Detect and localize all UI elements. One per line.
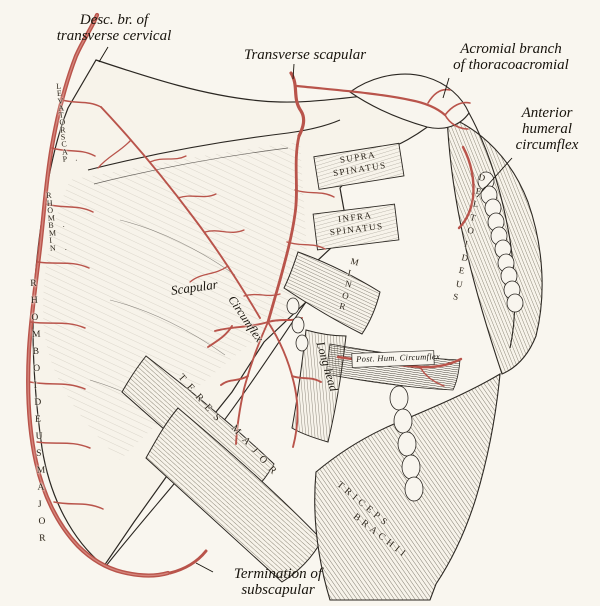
artery-highlight: [27, 14, 169, 577]
post-hum-twig: [419, 366, 445, 387]
leader-lines: [98, 46, 513, 573]
teres-minor-band: [284, 252, 380, 334]
subscapular-termination: [168, 549, 208, 575]
artery-twigs: [29, 99, 104, 510]
label-termination-subscapular: Termination of subscapular: [233, 566, 323, 599]
bead-chains: [286, 171, 524, 502]
long-head-bead-chain: [389, 385, 424, 502]
scapular-circumflex-trunk: [266, 278, 282, 324]
superior-border-branch: [295, 84, 447, 117]
humerus-outline: [468, 112, 516, 349]
scapular-circumflex-branches: [207, 317, 322, 448]
leader-acromial: [442, 77, 450, 99]
leader-termination: [195, 562, 214, 573]
label-anterior-humeral-circumflex: Anterior humeral circumflex: [515, 105, 579, 154]
leader-desc-br: [98, 46, 109, 63]
leader-transverse-scapular: [292, 63, 295, 80]
label-rhomb-min: RHOMB. MIN.: [45, 190, 76, 253]
label-desc-br-transverse-cervical: Desc. br. of transverse cervical: [56, 12, 172, 45]
supraspinatus-band: [313, 142, 405, 190]
axillary-bead-chain: [286, 297, 309, 352]
infraspinous-fossa-shading: [43, 142, 310, 460]
left-border-arteries: [26, 12, 281, 578]
spine-of-scapula-line-2: [93, 147, 289, 185]
suprascapular-twigs: [286, 189, 335, 250]
central-artery-network: [168, 71, 475, 575]
transverse-scapular-artery: [289, 71, 306, 138]
deltoid-bead-chain: [477, 171, 524, 313]
scapula-body: [32, 59, 447, 567]
post-hum-label-plate: [351, 350, 435, 368]
label-acromial-branch: Acromial branch of thoracoacromial: [453, 41, 569, 74]
label-transverse-scapular: Transverse scapular: [243, 47, 367, 63]
descending-branch-tree: [97, 106, 281, 319]
anterior-humeral-circumflex-artery: [457, 145, 475, 230]
teres-major-band: [146, 408, 322, 582]
spine-of-scapula-line: [87, 119, 341, 171]
infraspinatus-band: [312, 203, 400, 251]
leader-anterior-humeral: [476, 157, 513, 198]
acromial-branch-twigs: [427, 88, 471, 130]
suprascapular-descending: [278, 134, 301, 282]
muscle-bands: [121, 73, 543, 601]
